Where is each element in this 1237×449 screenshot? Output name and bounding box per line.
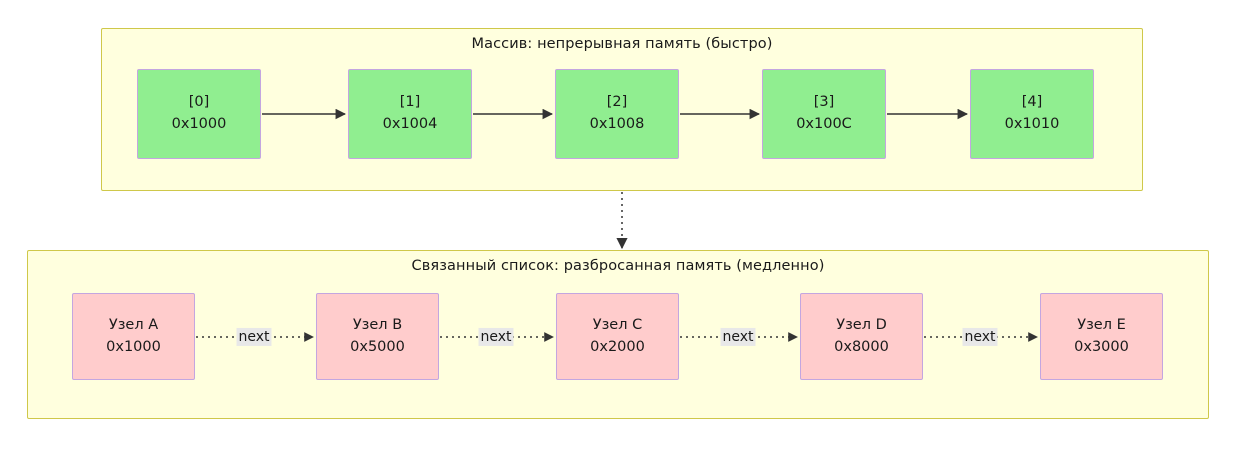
list-node-a-address: 0x1000 [106, 338, 161, 355]
subgraph-array: Массив: непрерывная память (быстро) [101, 28, 1143, 191]
list-node-e-address: 0x3000 [1074, 338, 1129, 355]
list-node-a[interactable]: Узел A 0x1000 [72, 293, 195, 380]
array-cell-4[interactable]: [4] 0x1010 [970, 69, 1094, 159]
array-cell-0-address: 0x1000 [171, 116, 227, 132]
list-node-b-label: Узел B [352, 316, 403, 333]
array-cell-1[interactable]: [1] 0x1004 [348, 69, 472, 159]
array-cell-1-address: 0x1004 [382, 116, 438, 132]
list-node-c-label: Узел C [592, 316, 643, 333]
list-node-e[interactable]: Узел E 0x3000 [1040, 293, 1163, 380]
array-cell-3-address: 0x100C [796, 116, 852, 132]
list-node-d-address: 0x8000 [834, 338, 889, 355]
subgraph-array-title: Массив: непрерывная память (быстро) [471, 36, 773, 52]
list-edge-label-c-d: next [720, 327, 756, 347]
subgraph-linked-list: Связанный список: разбросанная память (м… [27, 250, 1209, 419]
array-cell-3-index: [3] [813, 94, 835, 111]
list-node-a-label: Узел A [108, 316, 159, 333]
array-cell-4-index: [4] [1021, 94, 1043, 111]
list-node-d[interactable]: Узел D 0x8000 [800, 293, 923, 380]
list-node-c-address: 0x2000 [590, 338, 645, 355]
array-cell-2[interactable]: [2] 0x1008 [555, 69, 679, 159]
list-node-c[interactable]: Узел C 0x2000 [556, 293, 679, 380]
list-node-e-label: Узел E [1077, 316, 1126, 333]
list-edge-label-a-b: next [236, 327, 272, 347]
subgraph-linked-list-title: Связанный список: разбросанная память (м… [411, 258, 825, 274]
array-cell-2-address: 0x1008 [589, 116, 645, 132]
list-node-b[interactable]: Узел B 0x5000 [316, 293, 439, 380]
array-cell-2-index: [2] [606, 94, 628, 111]
array-cell-3[interactable]: [3] 0x100C [762, 69, 886, 159]
array-cell-1-index: [1] [399, 94, 421, 111]
array-cell-0-index: [0] [188, 94, 210, 111]
list-edge-label-b-c: next [478, 327, 514, 347]
list-edge-label-d-e: next [962, 327, 998, 347]
array-cell-0[interactable]: [0] 0x1000 [137, 69, 261, 159]
array-cell-4-address: 0x1010 [1004, 116, 1060, 132]
list-node-d-label: Узел D [836, 316, 887, 333]
list-node-b-address: 0x5000 [350, 338, 405, 355]
